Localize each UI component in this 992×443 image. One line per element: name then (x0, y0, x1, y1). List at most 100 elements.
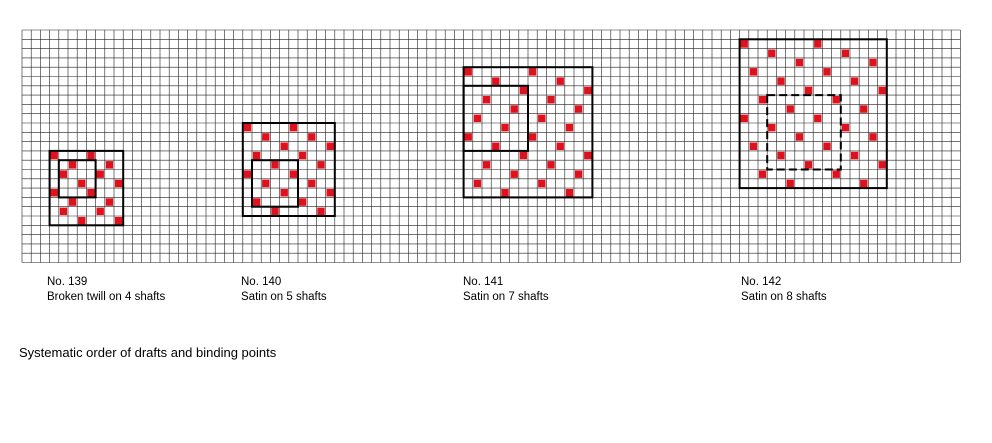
binding-point (795, 58, 804, 67)
binding-point (271, 207, 279, 216)
draft-number: No. 141 (463, 276, 504, 288)
binding-point (786, 105, 794, 113)
binding-point (482, 161, 491, 169)
binding-point (105, 198, 114, 206)
binding-point (68, 161, 77, 169)
grid-lines (21, 29, 961, 263)
binding-point (243, 170, 252, 178)
binding-point (298, 198, 307, 206)
diagram-footer-caption: Systematic order of drafts and binding p… (19, 345, 277, 360)
binding-point (584, 86, 592, 95)
binding-point (777, 77, 785, 85)
binding-point (869, 133, 877, 141)
binding-point (105, 161, 114, 169)
binding-point (501, 189, 509, 197)
binding-point (96, 207, 104, 216)
draft-142-no-142 (738, 38, 888, 190)
binding-point (114, 216, 123, 225)
binding-point (510, 170, 518, 178)
binding-point (740, 114, 748, 123)
binding-point (317, 207, 325, 216)
draft-number: No. 139 (47, 276, 88, 288)
binding-point (492, 142, 500, 150)
binding-point (832, 170, 840, 178)
binding-point (804, 86, 813, 95)
draft-description: Satin on 8 shafts (741, 290, 827, 303)
binding-point (289, 123, 298, 132)
binding-point (519, 86, 528, 95)
binding-point (78, 179, 86, 188)
binding-point (878, 161, 886, 169)
draft-140-no-140 (241, 122, 336, 217)
binding-point (547, 161, 555, 169)
binding-point (804, 161, 813, 169)
binding-point (832, 96, 840, 104)
binding-point (758, 170, 767, 178)
binding-point (519, 151, 528, 160)
binding-point (841, 49, 850, 57)
repeat-outer-frame (48, 149, 125, 227)
draft-description: Broken twill on 4 shafts (47, 290, 166, 303)
binding-point (87, 189, 95, 197)
draft-grid (21, 29, 961, 263)
draft-number: No. 142 (741, 276, 782, 288)
binding-point (501, 123, 509, 132)
binding-point (262, 179, 270, 188)
binding-point (308, 133, 316, 141)
binding-point (528, 68, 537, 76)
binding-point (814, 40, 822, 48)
binding-point (59, 170, 68, 178)
binding-point (464, 133, 472, 141)
draft-caption-142: No. 142 Satin on 8 shafts (741, 275, 827, 304)
binding-point (59, 207, 68, 216)
binding-point (584, 151, 592, 160)
binding-point (777, 151, 785, 160)
binding-point (96, 170, 104, 178)
draft-number: No. 140 (241, 276, 282, 288)
binding-point (243, 123, 252, 132)
binding-point (326, 189, 334, 197)
binding-point (464, 68, 472, 76)
binding-point (252, 151, 261, 160)
binding-point (878, 86, 886, 95)
binding-point (50, 189, 58, 197)
binding-point (482, 96, 491, 104)
binding-point (823, 68, 831, 76)
binding-point (556, 77, 564, 85)
binding-point (473, 114, 482, 123)
draft-description: Satin on 5 shafts (241, 290, 327, 303)
binding-point (252, 198, 261, 206)
binding-point (574, 170, 583, 178)
binding-point (768, 49, 776, 57)
binding-point (50, 151, 58, 160)
binding-point (814, 114, 822, 123)
draft-description: Satin on 7 shafts (463, 290, 549, 303)
repeat-inner-frame-dashed (766, 94, 842, 171)
repeat-outer-frame (738, 38, 888, 190)
binding-point (510, 105, 518, 113)
binding-point (850, 77, 859, 85)
binding-point (841, 123, 850, 132)
draft-caption-141: No. 141 Satin on 7 shafts (463, 275, 549, 304)
binding-point (860, 105, 868, 113)
binding-point (547, 96, 555, 104)
binding-point (298, 151, 307, 160)
binding-point (795, 133, 804, 141)
binding-point (280, 142, 288, 150)
binding-point (308, 179, 316, 188)
binding-point (749, 142, 758, 150)
binding-point (473, 179, 482, 188)
binding-point (271, 161, 279, 169)
repeat-inner-frame (57, 159, 97, 199)
binding-point (860, 179, 868, 188)
binding-point (280, 189, 288, 197)
binding-point (492, 77, 500, 85)
binding-point (565, 189, 574, 197)
binding-point (768, 123, 776, 132)
binding-point (326, 142, 334, 150)
binding-point (869, 58, 877, 67)
binding-point (87, 151, 95, 160)
binding-point (786, 179, 794, 188)
binding-point (538, 179, 546, 188)
